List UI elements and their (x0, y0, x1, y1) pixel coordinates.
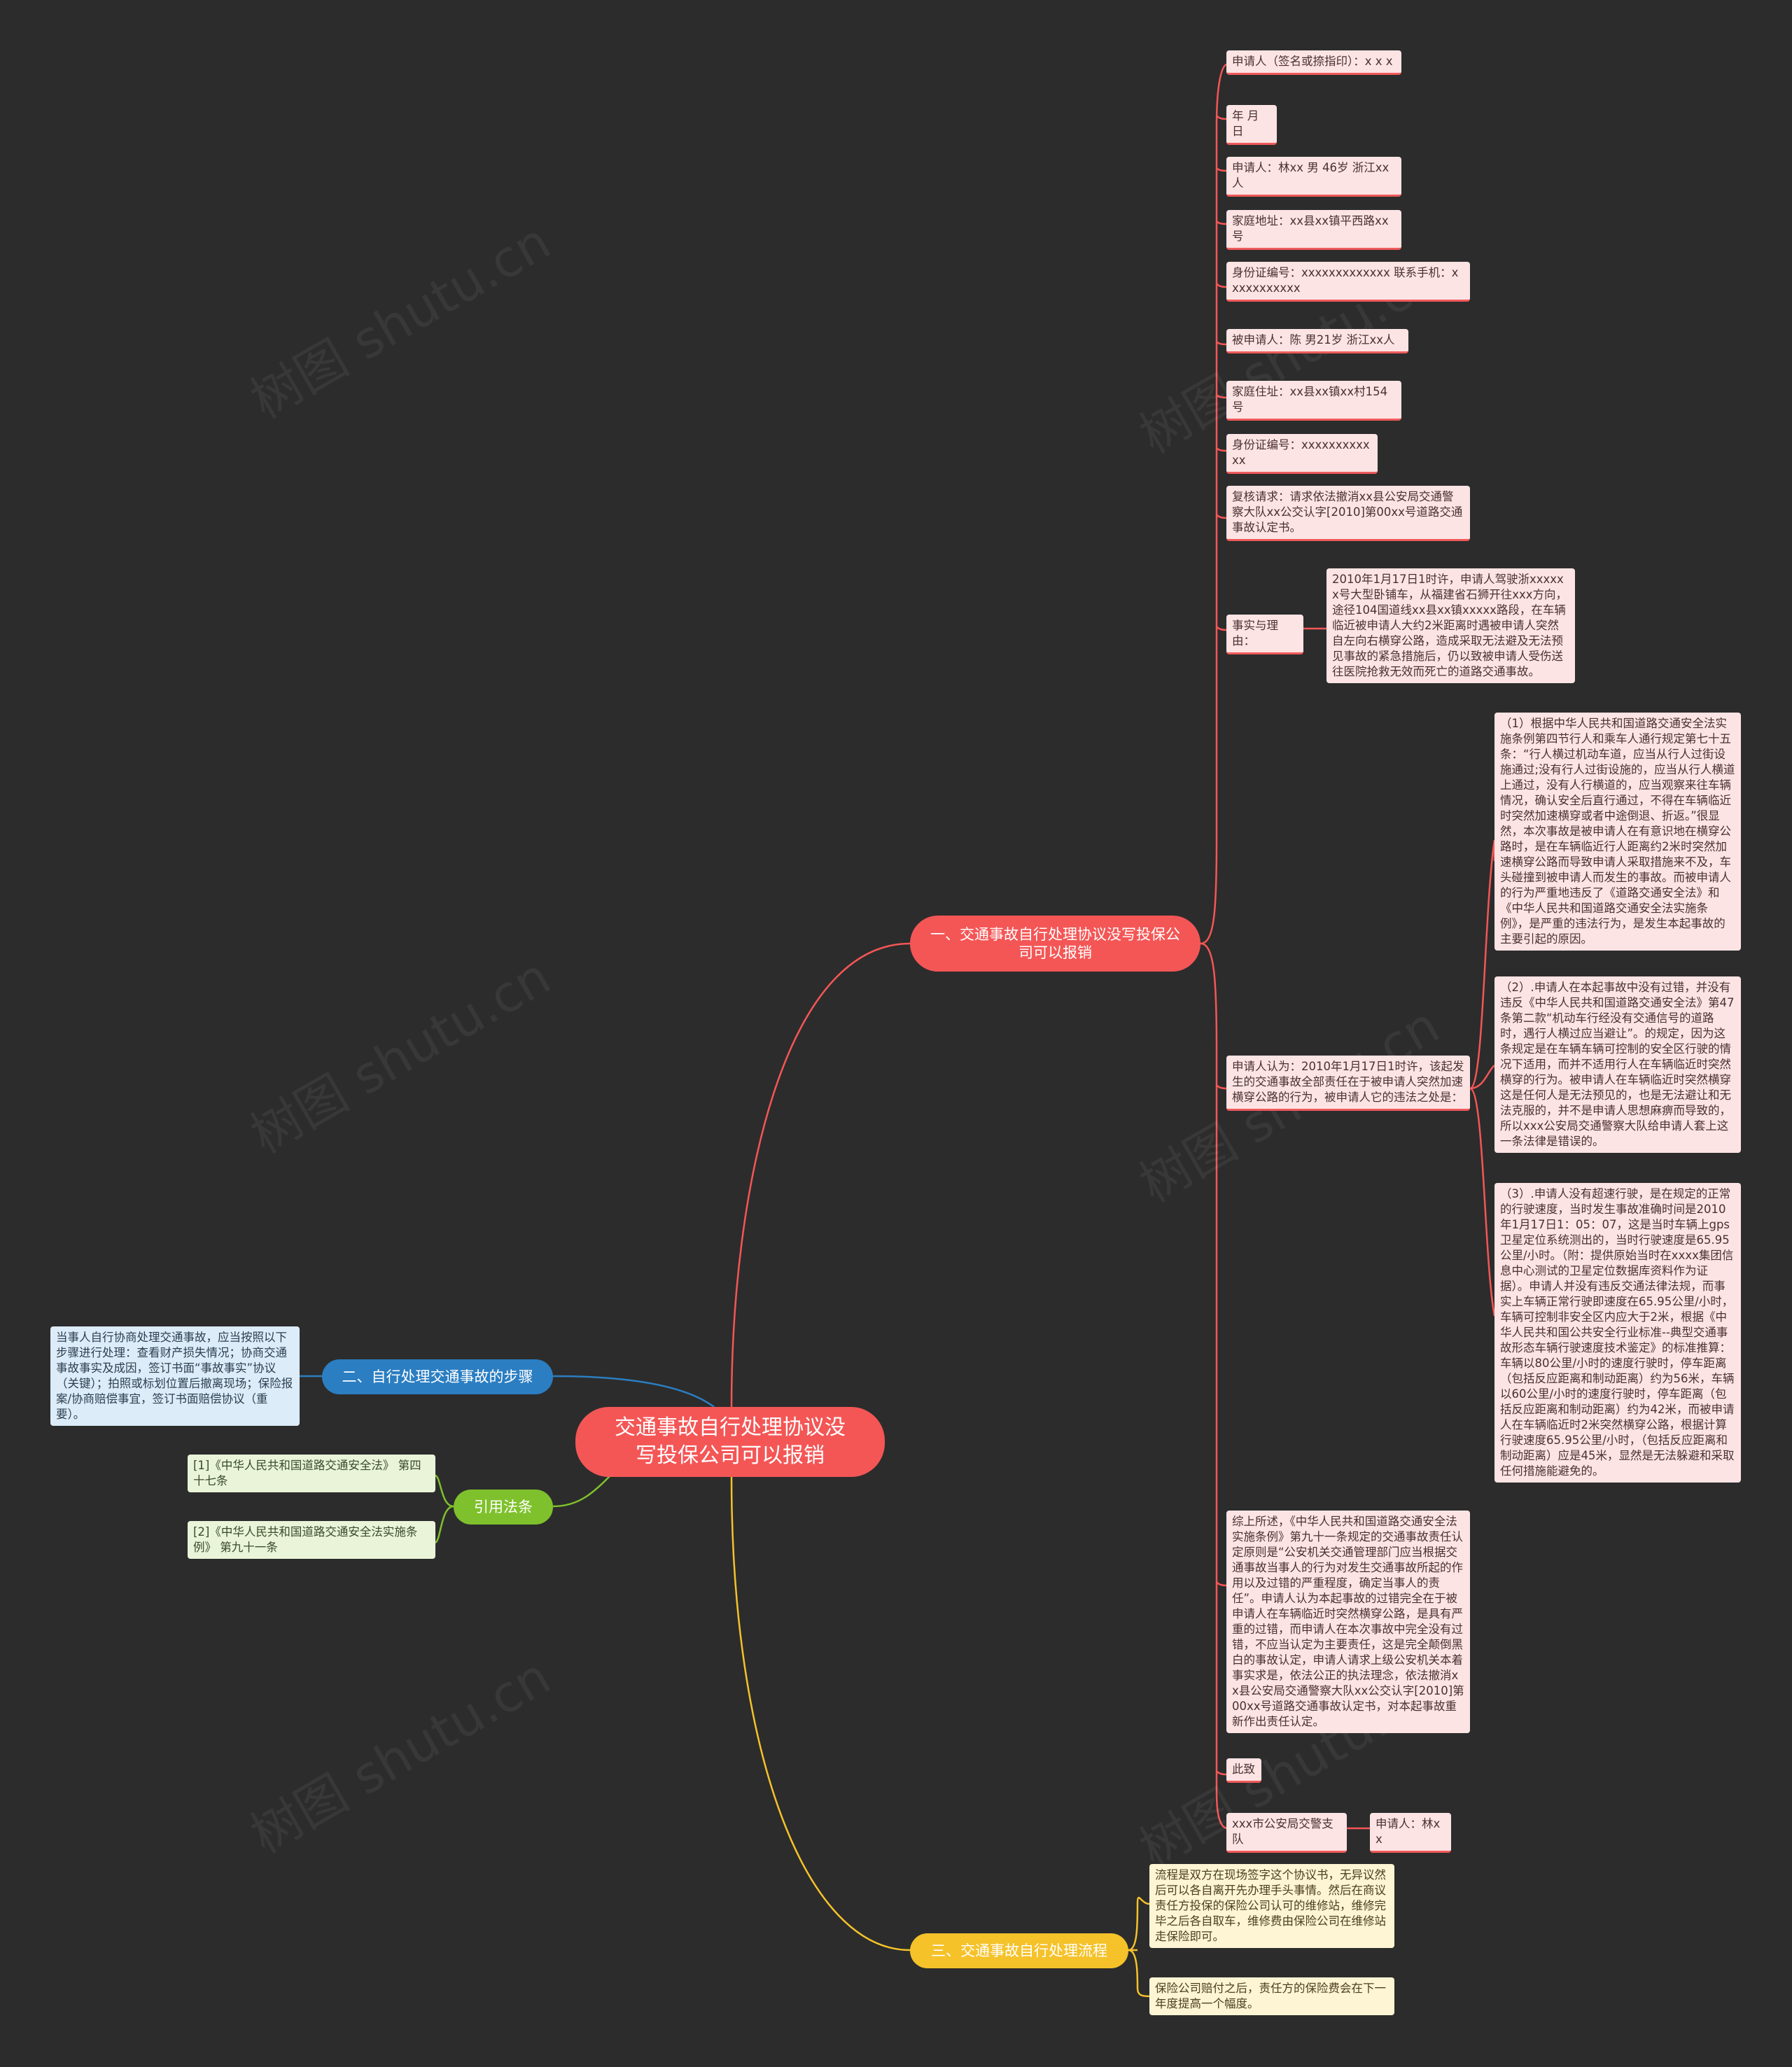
branch-4[interactable]: 引用法条 (454, 1490, 553, 1525)
link-b4-items (435, 1474, 454, 1508)
leaf-applicant-sig2[interactable]: 申请人：林xx (1370, 1813, 1451, 1853)
leaf-opinion[interactable]: 申请人认为：2010年1月17日1时许，该起发生的交通事故全部责任在于被申请人突… (1226, 1056, 1470, 1111)
leaf-reason-2[interactable]: （2）.申请人在本起事故中没有过错，并没有违反《中华人民共和国道路交通安全法》第… (1494, 976, 1741, 1153)
branch-1[interactable]: 一、交通事故自行处理协议没写投保公司可以报销 (910, 916, 1200, 972)
leaf-respondent[interactable]: 被申请人：陈 男21岁 浙江xx人 (1226, 329, 1408, 353)
leaf-date[interactable]: 年 月 日 (1226, 105, 1277, 145)
central-topic[interactable]: 交通事故自行处理协议没写投保公司可以报销 (575, 1407, 885, 1477)
leaf-flow[interactable]: 流程是双方在现场签字这个协议书，无异议然后可以各自离开先办理手头事情。然后在商议… (1149, 1864, 1394, 1948)
leaf-authority[interactable]: xxx市公安局交警支队 (1226, 1813, 1347, 1853)
leaf-closing[interactable]: 此致 (1226, 1758, 1261, 1783)
leaf-resp-address[interactable]: 家庭住址：xx县xx镇xx村154号 (1226, 381, 1401, 421)
branch-2[interactable]: 二、自行处理交通事故的步骤 (322, 1359, 553, 1394)
leaf-law-2[interactable]: [2]《中华人民共和国道路交通安全法实施条例》 第九十一条 (188, 1521, 435, 1559)
leaf-reason-1[interactable]: （1）根据中华人民共和国道路交通安全法实施条例第四节行人和乘车人通行规定第七十五… (1494, 713, 1741, 951)
leaf-address[interactable]: 家庭地址：xx县xx镇平西路xx号 (1226, 210, 1401, 250)
link-b1-trunk (1200, 63, 1227, 945)
leaf-steps[interactable]: 当事人自行协商处理交通事故，应当按照以下步骤进行处理：查看财产损失情况；协商交通… (50, 1326, 300, 1426)
leaf-resp-id[interactable]: 身份证编号：xxxxxxxxxxxx (1226, 434, 1378, 474)
leaf-summary[interactable]: 综上所述，《中华人民共和国道路交通安全法实施条例》第九十一条规定的交通事故责任认… (1226, 1511, 1470, 1733)
leaf-reason-3[interactable]: （3）.申请人没有超速行驶，是在规定的正常的行驶速度，当时发生事故准确时间是20… (1494, 1183, 1741, 1483)
leaf-premium[interactable]: 保险公司赔付之后，责任方的保险费会在下一年度提高一个幅度。 (1149, 1977, 1394, 2015)
branch-3[interactable]: 三、交通事故自行处理流程 (910, 1933, 1128, 1968)
leaf-id-phone[interactable]: 身份证编号：xxxxxxxxxxxxx 联系手机：xxxxxxxxxxx (1226, 262, 1470, 302)
link-central-b3 (730, 1476, 911, 1952)
leaf-review[interactable]: 复核请求：请求依法撤消xx县公安局交通警察大队xx公交认字[2010]第00xx… (1226, 486, 1470, 541)
leaf-facts-label[interactable]: 事实与理由： (1226, 615, 1303, 654)
link-central-b2 (552, 1375, 715, 1408)
leaf-facts-text[interactable]: 2010年1月17日1时许，申请人驾驶浙xxxxxx号大型卧铺车，从福建省石狮开… (1326, 568, 1575, 683)
leaf-applicant[interactable]: 申请人：林xx 男 46岁 浙江xx人 (1226, 157, 1401, 197)
leaf-law-1[interactable]: [1]《中华人民共和国道路交通安全法》 第四十七条 (188, 1455, 435, 1492)
leaf-applicant-sign[interactable]: 申请人（签名或捺指印）：x x x (1226, 50, 1401, 75)
link-central-b1 (730, 942, 911, 1408)
